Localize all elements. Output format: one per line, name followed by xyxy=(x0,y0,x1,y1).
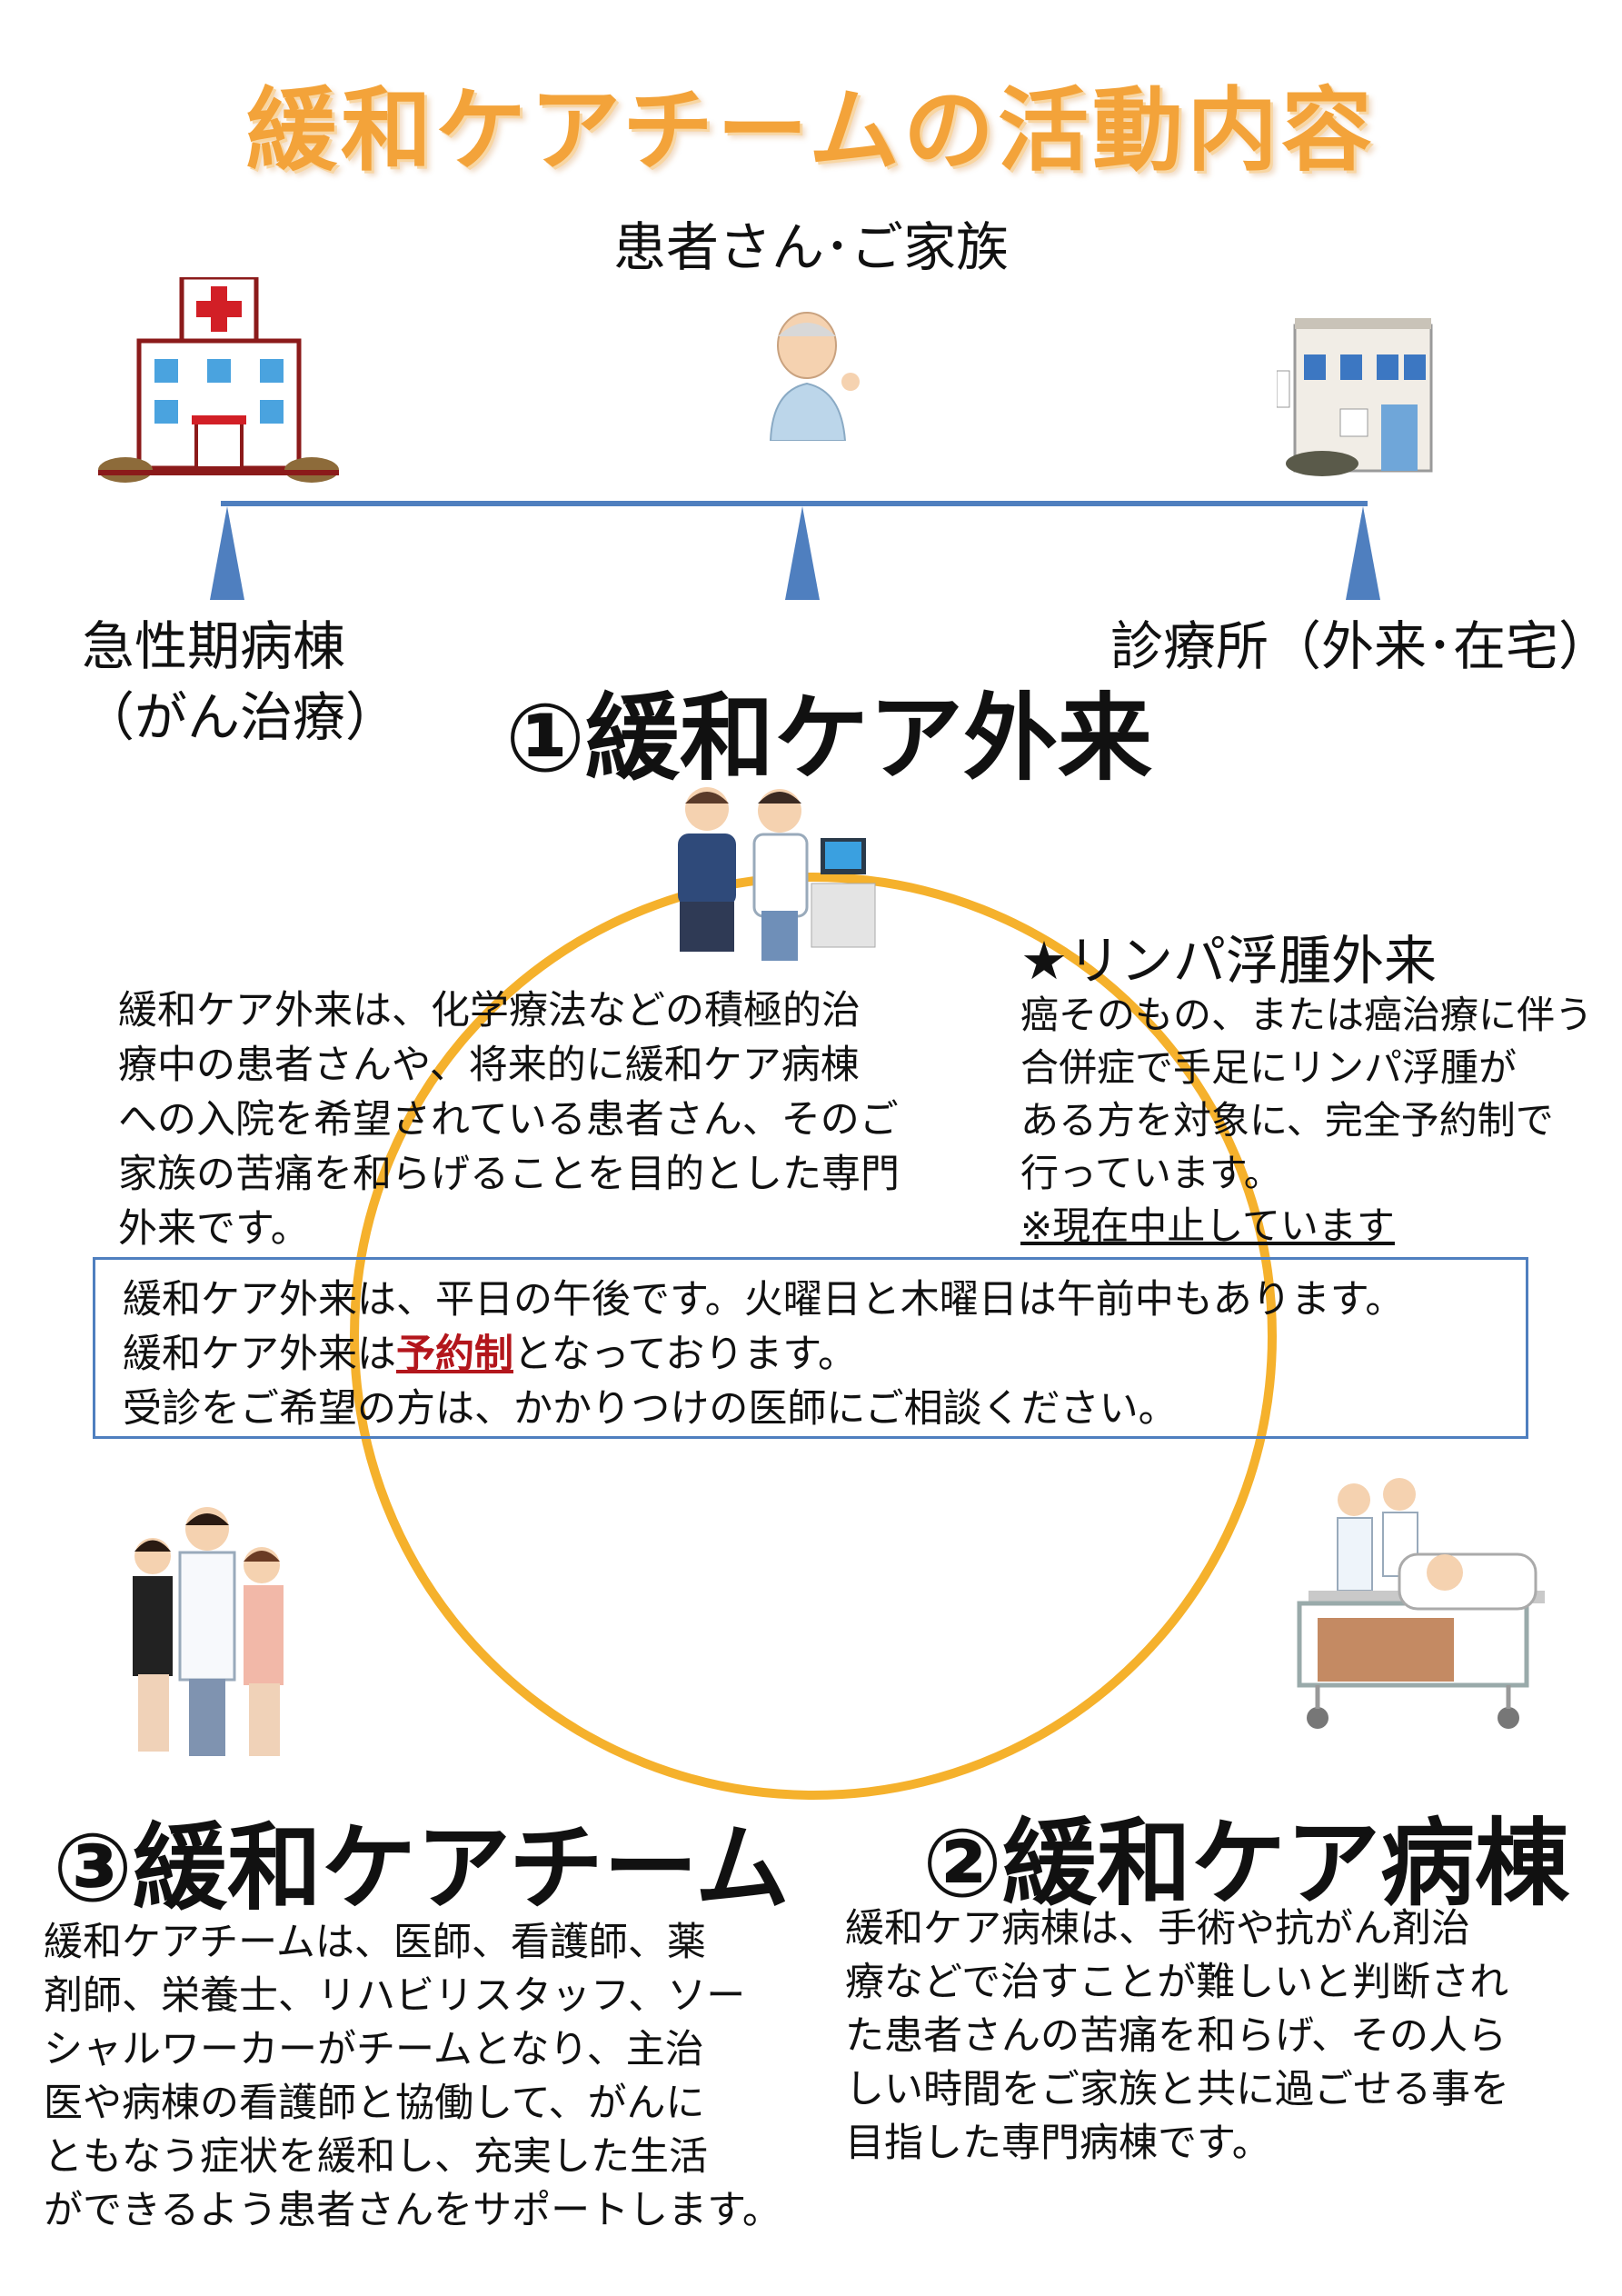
team-line: シャルワーカーがチームとなり、主治 xyxy=(44,2027,704,2072)
team-line: 医や病棟の看護師と協働して、がんに xyxy=(44,2081,705,2126)
ward-line: 療などで治すことが難しいと判断され xyxy=(845,1960,1509,2005)
lymph-line: 行っています。 xyxy=(1020,1151,1282,1195)
outpatient-line: 外来です。 xyxy=(118,1206,310,1252)
connector-diagram xyxy=(210,501,1380,600)
clinic-icon xyxy=(1277,318,1433,476)
info-line2-prefix: 緩和ケア外来は xyxy=(123,1332,396,1377)
connector-arrow-left xyxy=(210,506,244,600)
connector-arrow-center xyxy=(785,506,820,600)
team-line: ともなう症状を緩和し、充実した生活 xyxy=(44,2134,708,2180)
outpatient-line: 療中の患者さんや、将来的に緩和ケア病棟 xyxy=(118,1043,860,1088)
outpatient-line: への入院を希望されている患者さん、そのご xyxy=(118,1097,899,1143)
connector-arrow-right xyxy=(1346,506,1380,600)
lymph-line: 癌そのもの、または癌治療に伴う xyxy=(1020,993,1594,1037)
reservation-highlight: 予約制 xyxy=(396,1332,513,1377)
acute-ward-line2: （がん治療） xyxy=(82,686,399,748)
outpatient-description: 緩和ケア外来は、化学療法などの積極的治 療中の患者さんや、将来的に緩和ケア病棟 … xyxy=(118,983,900,1256)
clinic-label: 診療所（外来･在宅） xyxy=(1110,615,1612,677)
ward-line: 緩和ケア病棟は、手術や抗がん剤治 xyxy=(845,1906,1470,1952)
acute-ward-label: 急性期病棟 （がん治療） xyxy=(82,611,398,753)
ward-line: た患者さんの苦痛を和らげ、その人ら xyxy=(845,2013,1507,2059)
page-title: 緩和ケアチームの活動内容 xyxy=(246,77,1376,184)
lymph-suspended-notice: ※現在中止しています xyxy=(1020,1203,1395,1248)
team-description: 緩和ケアチームは、医師、看護師、薬 剤師、栄養士、リハビリスタッフ、ソー シャル… xyxy=(44,1916,781,2238)
lymph-heading: ★リンパ浮腫外来 xyxy=(1020,930,1437,992)
team-line: 剤師、栄養士、リハビリスタッフ、ソー xyxy=(44,1973,746,2019)
ward-line: しい時間をご家族と共に過ごせる事を xyxy=(845,2067,1509,2112)
ward-description: 緩和ケア病棟は、手術や抗がん剤治 療などで治すことが難しいと判断され た患者さん… xyxy=(845,1902,1509,2171)
hospital-icon xyxy=(98,277,339,483)
info-line2-suffix: となっております。 xyxy=(513,1332,857,1377)
connector-bar xyxy=(221,501,1368,506)
info-hours-line: 緩和ケア外来は、平日の午後です。火曜日と木曜日は午前中もあります。 xyxy=(123,1277,1405,1323)
acute-ward-line1: 急性期病棟 xyxy=(82,615,346,677)
info-consult-line: 受診をご希望の方は、かかりつけの医師にご相談ください。 xyxy=(123,1386,1178,1432)
lymph-line: 合併症で手足にリンパ浮腫が xyxy=(1020,1045,1518,1090)
info-reservation-line: 緩和ケア外来は予約制となっております。 xyxy=(123,1327,1498,1382)
elderly-person-icon xyxy=(769,312,860,441)
team-heading: ③緩和ケアチーム xyxy=(53,1812,790,1923)
patients-family-label: 患者さん･ご家族 xyxy=(612,216,1009,278)
care-circle xyxy=(350,873,1277,1800)
lymph-description: 癌そのもの、または癌治療に伴う 合併症で手足にリンパ浮腫が ある方を対象に、完全… xyxy=(1020,989,1593,1253)
outpatient-line: 家族の苦痛を和らげることを目的とした専門 xyxy=(118,1152,900,1197)
ward-heading: ②緩和ケア病棟 xyxy=(922,1808,1570,1919)
team-line: ができるよう患者さんをサポートします。 xyxy=(44,2188,781,2233)
medical-team-icon xyxy=(133,1507,284,1756)
outpatient-heading: ①緩和ケア外来 xyxy=(505,683,1153,794)
outpatient-info-box: 緩和ケア外来は、平日の午後です。火曜日と木曜日は午前中もあります。 緩和ケア外来… xyxy=(93,1257,1528,1439)
outpatient-line: 緩和ケア外来は、化学療法などの積極的治 xyxy=(118,988,861,1033)
team-line: 緩和ケアチームは、医師、看護師、薬 xyxy=(44,1920,706,1965)
lymph-line: ある方を対象に、完全予約制で xyxy=(1020,1098,1554,1143)
hospital-bed-icon xyxy=(1297,1478,1545,1729)
ward-line: 目指した専門病棟です。 xyxy=(845,2121,1271,2166)
consultation-icon xyxy=(678,787,876,961)
